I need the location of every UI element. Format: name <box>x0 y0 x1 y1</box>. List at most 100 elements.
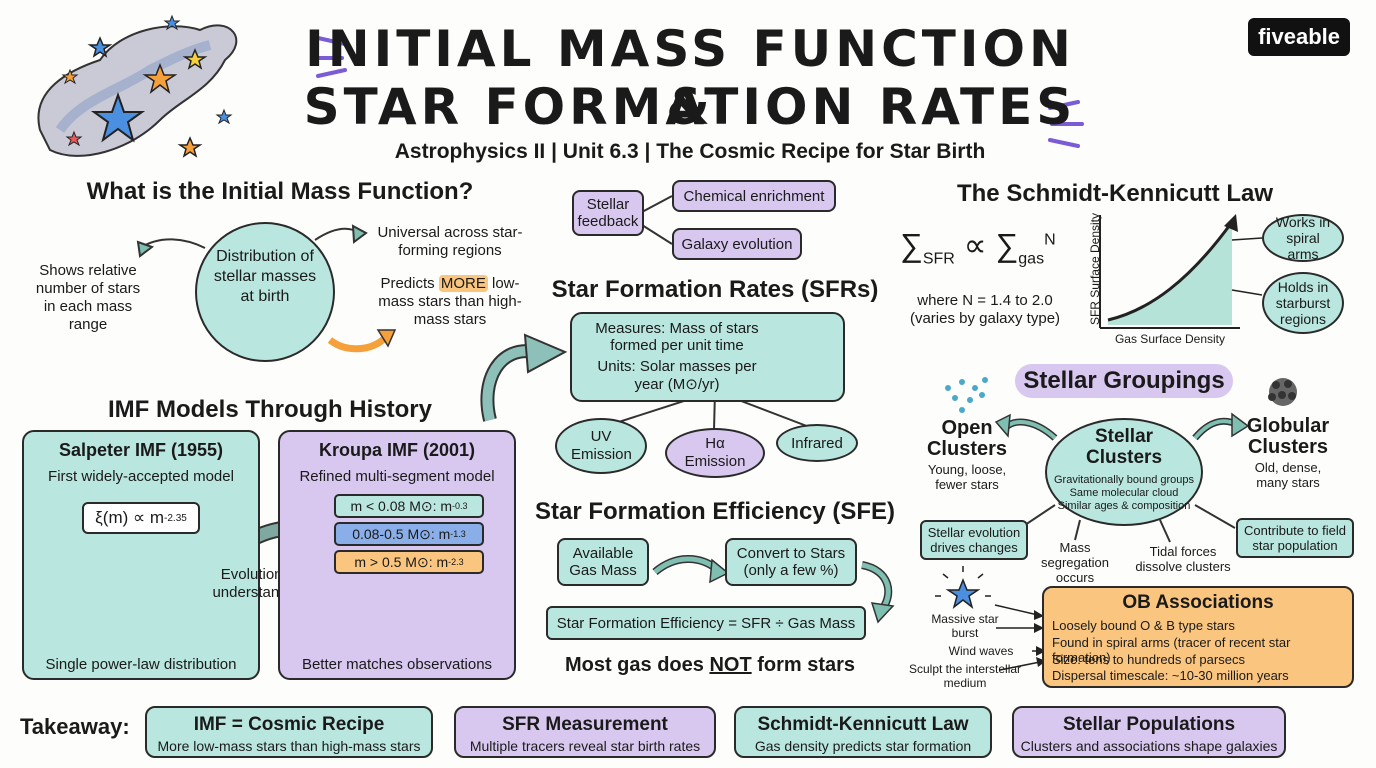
open-clusters-title: Open Clusters <box>926 417 1008 460</box>
imf-heading: What is the Initial Mass Function? <box>86 178 474 205</box>
kroupa-footer: Better matches observations <box>301 656 493 673</box>
sfr-measures: Measures: Mass of stars formed per unit … <box>595 320 759 354</box>
takeaway-card-title: SFR Measurement <box>502 714 668 735</box>
ha-text: Hα Emission <box>684 435 746 470</box>
takeaway-card-title: Stellar Populations <box>1062 714 1236 735</box>
field-box: Contribute to field star population <box>1236 518 1354 558</box>
n-sup: N <box>1044 231 1056 249</box>
takeaway-card-schmidt[interactable]: Schmidt-Kennicutt Law Gas density predic… <box>734 706 992 758</box>
ir-text: Infrared <box>791 434 843 452</box>
schmidt-formula: ∑SFR ∝ ∑gasN <box>900 226 1056 268</box>
imf-models-heading: IMF Models Through History <box>108 396 432 423</box>
gas-sub: gas <box>1018 250 1045 268</box>
chem-box: Chemical enrichment <box>672 180 836 212</box>
note-post: form stars <box>757 654 856 676</box>
evolution-text: Stellar evolution drives changes <box>927 525 1021 555</box>
galaxy-box: Galaxy evolution <box>672 228 802 260</box>
takeaway-card-title: Schmidt-Kennicutt Law <box>757 714 969 735</box>
schmidt-where: where N = 1.4 to 2.0 (varies by galaxy t… <box>909 292 1061 327</box>
sfe-formula: Star Formation Efficiency = SFR ÷ Gas Ma… <box>556 614 856 632</box>
ob-line-2: Found in spiral arms (tracer of recent s… <box>1052 635 1291 665</box>
ob-line-4: Dispersal timescale: ~10-30 million year… <box>1052 668 1289 683</box>
schmidt-xlabel: Gas Surface Density <box>1114 332 1226 346</box>
fiveable-logo[interactable]: fiveable <box>1248 18 1350 56</box>
sculpt-label: Sculpt the interstellar medium <box>908 662 1022 690</box>
imf-right-bottom-text: Predicts MORE low-mass stars than high-m… <box>370 275 530 329</box>
takeaway-card-populations[interactable]: Stellar Populations Clusters and associa… <box>1012 706 1286 758</box>
predicts-rest: low-mass stars than high-mass stars <box>378 275 522 328</box>
sfr-units: Units: Solar masses per year (M⊙/yr) <box>597 358 757 393</box>
imf-left-text: Shows relative number of stars in each m… <box>35 262 141 333</box>
field-text: Contribute to field star population <box>1244 523 1346 553</box>
seg2-exp: -1.3 <box>450 529 466 539</box>
takeaway-card-title: IMF = Cosmic Recipe <box>193 714 385 735</box>
ob-associations-box: OB Associations Loosely bound O & B type… <box>1042 586 1354 688</box>
kroupa-segment-3: m > 0.5 M⊙: m-2.3 <box>334 550 484 574</box>
tidal-forces: Tidal forces dissolve clusters <box>1135 544 1231 574</box>
uv-text: UV Emission <box>571 428 632 463</box>
kroupa-title: Kroupa IMF (2001) <box>318 440 476 460</box>
starburst-oval: Holds in starburst regions <box>1262 272 1344 334</box>
convert-text: Convert to Stars (only a few %) <box>736 545 846 579</box>
groupings-heading: Stellar Groupings <box>1015 364 1233 398</box>
gas-box: Available Gas Mass <box>557 538 649 586</box>
imf-center-text: Distribution of stellar masses at birth <box>213 248 317 305</box>
takeaway-card-sub: Clusters and associations shape galaxies <box>1020 738 1278 754</box>
infrared-oval: Infrared <box>776 424 858 462</box>
clusters-oval: Stellar Clusters Gravitationally bound g… <box>1045 418 1203 526</box>
sfr-heading: Star Formation Rates (SFRs) <box>551 276 879 303</box>
spiral-oval: Works in spiral arms <box>1262 214 1344 262</box>
kroupa-subtitle: Refined multi-segment model <box>299 468 495 485</box>
schmidt-heading: The Schmidt-Kennicutt Law <box>956 180 1273 207</box>
salpeter-title: Salpeter IMF (1955) <box>58 440 224 460</box>
globular-clusters-sub: Old, dense, many stars <box>1254 460 1322 490</box>
starburst-text: Holds in starburst regions <box>1275 279 1331 327</box>
takeaway-card-sub: Multiple tracers reveal star birth rates <box>469 738 701 754</box>
gas-text: Available Gas Mass <box>569 545 637 579</box>
schmidt-ylabel: SFR Surface Density <box>1088 212 1102 326</box>
clusters-title: Stellar Clusters <box>1085 426 1163 468</box>
uv-emission-oval: UV Emission <box>555 418 647 474</box>
feedback-text: Stellar feedback <box>577 196 639 230</box>
subtitle: Astrophysics II | Unit 6.3 | The Cosmic … <box>394 140 986 163</box>
salpeter-footer: Single power-law distribution <box>45 656 237 673</box>
ob-title: OB Associations <box>1122 592 1274 613</box>
salpeter-card: Salpeter IMF (1955) First widely-accepte… <box>22 430 260 680</box>
mass-segregation: Mass segregation occurs <box>1041 540 1109 585</box>
takeaway-card-sfr[interactable]: SFR Measurement Multiple tracers reveal … <box>454 706 716 758</box>
open-clusters-sub: Young, loose, fewer stars <box>927 462 1007 492</box>
sfr-sub: SFR <box>922 250 955 268</box>
salpeter-subtitle: First widely-accepted model <box>48 468 234 485</box>
salpeter-formula-base: ξ(m) ∝ m <box>95 508 165 527</box>
sfe-heading: Star Formation Efficiency (SFE) <box>534 498 896 525</box>
seg3-exp: -2.3 <box>448 557 464 567</box>
sfr-main-box: Measures: Mass of stars formed per unit … <box>570 312 845 402</box>
clusters-line-1: Gravitationally bound groups <box>1053 474 1195 486</box>
kroupa-card: Kroupa IMF (2001) Refined multi-segment … <box>278 430 516 680</box>
sfe-formula-box: Star Formation Efficiency = SFR ÷ Gas Ma… <box>546 606 866 640</box>
kroupa-segment-2: 0.08-0.5 M⊙: m-1.3 <box>334 522 484 546</box>
note-pre: Most gas does <box>564 654 704 676</box>
ob-line-3: Size: tens to hundreds of parsecs <box>1052 652 1245 667</box>
sigma-2: ∑ <box>995 227 1019 263</box>
imf-right-top-text: Universal across star-forming regions <box>377 224 523 259</box>
note-not: NOT <box>709 654 752 676</box>
nebula-icon <box>37 14 238 158</box>
massive-burst-label: Massive star burst <box>931 612 999 640</box>
takeaway-card-imf[interactable]: IMF = Cosmic Recipe More low-mass stars … <box>145 706 433 758</box>
globular-clusters-title: Globular Clusters <box>1246 415 1330 458</box>
seg1-text: m < 0.08 M⊙: m <box>350 497 453 514</box>
feedback-box: Stellar feedback <box>572 190 644 236</box>
clusters-line-2: Same molecular cloud <box>1069 487 1179 499</box>
sfe-note: Most gas does NOT form stars <box>540 654 880 677</box>
takeaway-card-sub: Gas density predicts star formation <box>754 738 972 754</box>
sigma-1: ∑ <box>900 227 923 263</box>
title-line-1: INITIAL MASS FUNCTION & <box>305 20 1075 136</box>
seg3-text: m > 0.5 M⊙: m <box>354 553 449 570</box>
predicts-label: Predicts <box>380 275 435 292</box>
ob-line-1: Loosely bound O & B type stars <box>1052 618 1235 633</box>
galaxy-text: Galaxy evolution <box>681 235 793 253</box>
seg1-exp: -0.3 <box>452 501 468 511</box>
clusters-line-3: Similar ages & composition <box>1057 500 1191 512</box>
takeaway-card-sub: More low-mass stars than high-mass stars <box>157 738 421 754</box>
